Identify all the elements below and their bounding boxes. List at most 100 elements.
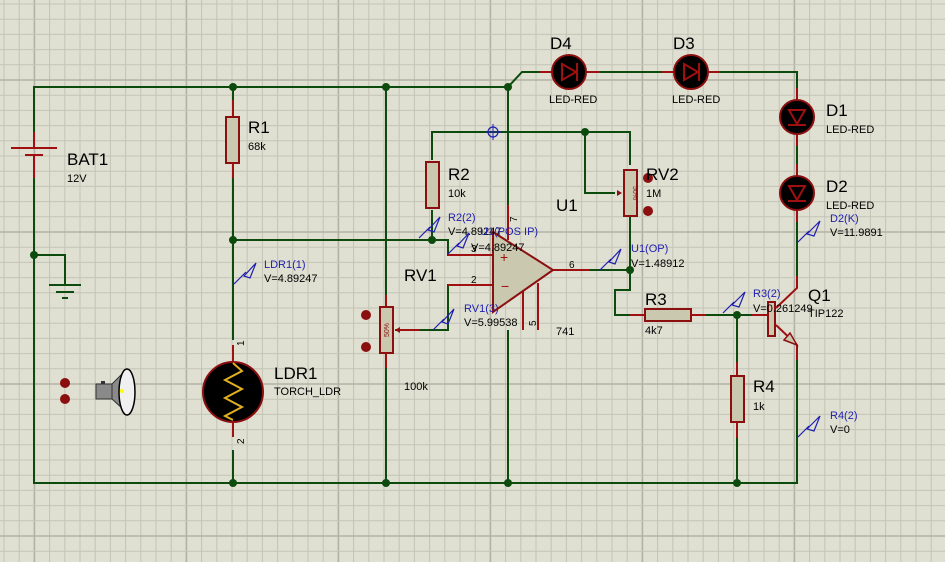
junctions: [30, 83, 741, 487]
probe-d2-k[interactable]: D2(K) V=11.9891: [797, 213, 883, 243]
u1-pin6: 6: [569, 260, 575, 271]
rv2-increment-icon[interactable]: [643, 173, 653, 183]
u1-pin5: 5: [528, 320, 539, 326]
wire-ground[interactable]: [34, 254, 66, 285]
voltage-probe-icon: [233, 262, 257, 285]
probe-value: V=4.89247: [448, 226, 502, 238]
r4-value: 1k: [753, 401, 765, 413]
probe-ldr1-1[interactable]: LDR1(1) V=4.89247: [233, 259, 318, 285]
wire-out-r3[interactable]: [614, 270, 645, 316]
wires: [33, 71, 798, 484]
voltage-probe-icon: [797, 220, 821, 243]
junction-dot: [504, 479, 512, 487]
junction-dot: [504, 83, 512, 91]
probe-rv1-3[interactable]: RV1(3) V=5.99538: [432, 303, 518, 331]
u1-value: 741: [556, 326, 574, 338]
probe-u1-pos-ip[interactable]: U1(POS IP) V=4.89247: [447, 226, 538, 255]
probe-name: R2(2): [448, 212, 476, 224]
d3-value: LED-RED: [672, 94, 720, 106]
ground-icon: [49, 284, 81, 299]
ldr1-value: TORCH_LDR: [274, 386, 341, 398]
probe-r4-2[interactable]: R4(2) V=0: [797, 410, 858, 438]
resistor-r3[interactable]: R3 4k7: [630, 290, 706, 337]
ldr1-pin2: 2: [236, 438, 247, 444]
probe-value: V=11.9891: [830, 227, 883, 239]
u1-pin3: 3: [471, 244, 477, 255]
probe-value: V=1.48912: [631, 258, 685, 270]
probe-name: R3(2): [753, 288, 781, 300]
wire-left-rail[interactable]: [33, 170, 798, 484]
junction-dot: [382, 479, 390, 487]
voltage-probe-icon: [722, 291, 746, 314]
rv2-decrement-icon[interactable]: [643, 206, 653, 216]
led-d3[interactable]: D3 LED-RED: [662, 34, 720, 106]
u1-pin7: 7: [509, 216, 520, 222]
voltage-probe-icon: [797, 415, 821, 438]
junction-dot: [229, 83, 237, 91]
r4-ref: R4: [753, 377, 775, 396]
probe-name: U1(POS IP): [480, 226, 538, 238]
battery-bat1[interactable]: BAT1 12V: [11, 132, 108, 185]
rv1-wiper-percent: 50%: [384, 323, 391, 337]
resistor-r4[interactable]: R4 1k: [730, 362, 775, 438]
junction-dot: [733, 311, 741, 319]
decrement-button-icon[interactable]: [60, 394, 70, 404]
junction-dot: [229, 236, 237, 244]
led-d4[interactable]: D4 LED-RED: [540, 34, 600, 106]
probe-value: V=5.99538: [464, 317, 518, 329]
d4-ref: D4: [550, 34, 572, 53]
voltage-probe-icon: [418, 216, 441, 239]
probe-r3-2[interactable]: R3(2) V=0.261249: [722, 288, 813, 315]
inverting-minus-icon: −: [501, 278, 509, 294]
rv1-increment-icon[interactable]: [361, 310, 371, 320]
rv2-ref: RV2: [646, 165, 679, 184]
probe-value: V=0.261249: [753, 303, 813, 315]
ldr1-pin1: 1: [236, 340, 247, 346]
junction-dot: [30, 251, 38, 259]
junction-dot: [428, 236, 436, 244]
cursor-crosshair-icon: [485, 124, 501, 140]
led-d1[interactable]: D1 LED-RED: [779, 88, 874, 146]
probe-value: V=0: [830, 424, 850, 436]
torch-icon: [95, 368, 136, 416]
probe-value: V=4.89247: [264, 273, 318, 285]
wire-r2-fb[interactable]: [431, 131, 631, 165]
d3-ref: D3: [673, 34, 695, 53]
resistor-r1[interactable]: R1 68k: [225, 100, 270, 178]
wire-rv2-wiper[interactable]: [584, 132, 615, 194]
ldr-ldr1[interactable]: 1 2 LDR1 TORCH_LDR: [202, 340, 341, 444]
probe-u1-op[interactable]: U1(OP) V=1.48912: [599, 243, 685, 271]
potentiometer-rv1[interactable]: 50% RV1 100k: [361, 266, 437, 393]
junction-dot: [581, 128, 589, 136]
r2-value: 10k: [448, 188, 466, 200]
probe-name: U1(OP): [631, 243, 668, 255]
r3-ref: R3: [645, 290, 667, 309]
probe-name: RV1(3): [464, 303, 499, 315]
q1-ref: Q1: [808, 286, 831, 305]
transistor-q1[interactable]: Q1 TIP122: [752, 276, 843, 360]
u1-pin2: 2: [471, 275, 477, 286]
d1-ref: D1: [826, 101, 848, 120]
potentiometer-rv2[interactable]: 50% RV2 1M: [617, 165, 679, 217]
probe-value-text: V=4.89247: [471, 242, 525, 254]
increment-button-icon[interactable]: [60, 378, 70, 388]
probe-name: R4(2): [830, 410, 858, 422]
rv1-value: 100k: [404, 381, 428, 393]
probe-name: D2(K): [830, 213, 859, 225]
wire-u1-out[interactable]: [570, 215, 631, 271]
probe-r2-2[interactable]: R2(2) V=4.89247: [418, 212, 502, 239]
torch-lamp[interactable]: [60, 368, 136, 416]
rv2-value: 1M: [646, 188, 661, 200]
rv1-ref: RV1: [404, 266, 437, 285]
q1-value: TIP122: [808, 308, 843, 320]
rv1-decrement-icon[interactable]: [361, 342, 371, 352]
u1-ref: U1: [556, 196, 578, 215]
junction-dot: [382, 83, 390, 91]
opamp-u1[interactable]: + − 3 2 6 7 5 U1 741: [448, 196, 590, 338]
d2-value: LED-RED: [826, 200, 874, 212]
wire-d3-d1[interactable]: [708, 71, 798, 100]
led-d2[interactable]: D2 LED-RED: [779, 164, 874, 222]
resistor-r2[interactable]: R2 10k: [425, 161, 470, 209]
